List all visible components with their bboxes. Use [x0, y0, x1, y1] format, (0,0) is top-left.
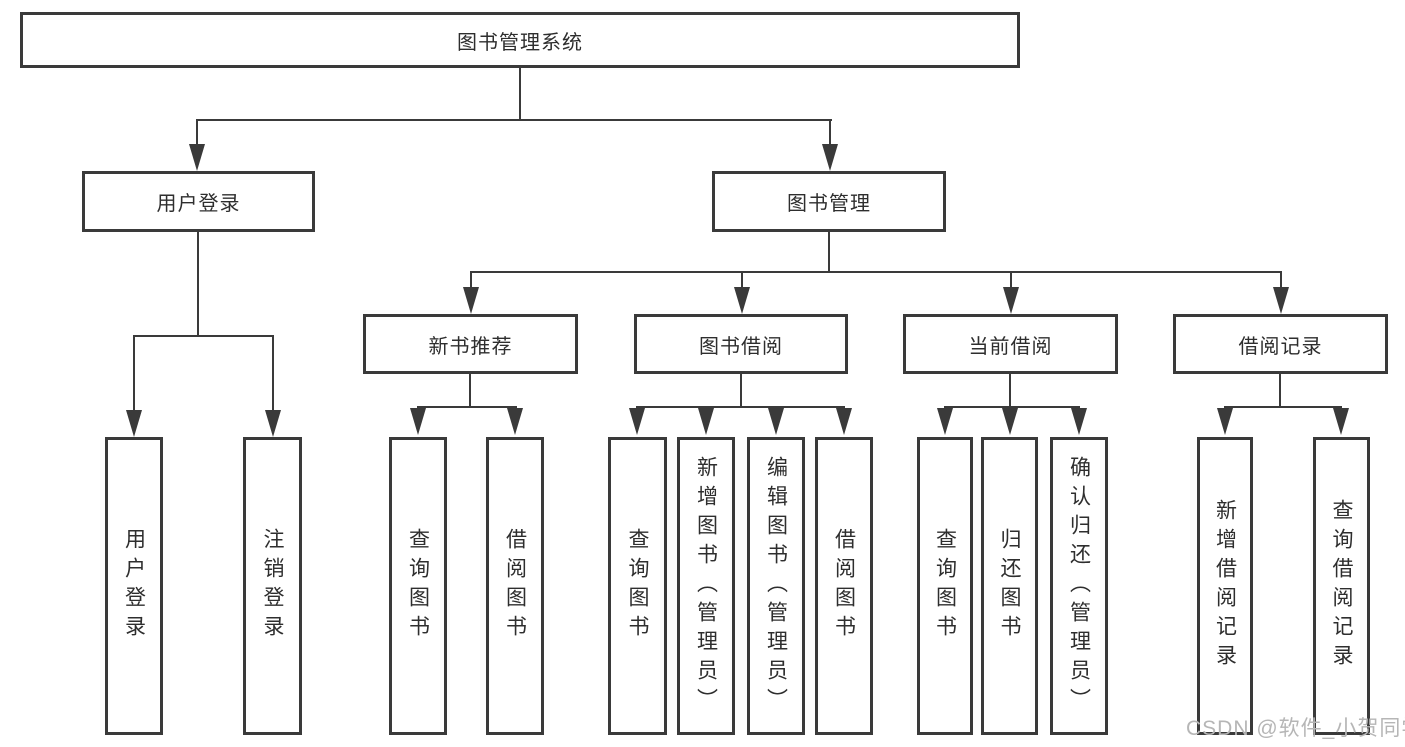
- leaf-logout-login-label: 注销登录: [261, 528, 284, 644]
- leaf-borrow-books-recommend-label: 借阅图书: [503, 528, 527, 644]
- leaf-edit-books-admin-label: 编辑图书（管理员）: [764, 455, 788, 717]
- arrow-down-icon: [1003, 287, 1019, 314]
- line: [196, 119, 832, 121]
- node-library-system: 图书管理系统: [20, 12, 1020, 68]
- leaf-user-login: 用户登录: [105, 437, 163, 735]
- leaf-query-books-current: 查询图书: [917, 437, 973, 735]
- arrow-down-icon: [836, 408, 852, 435]
- leaf-user-login-label: 用户登录: [122, 528, 146, 644]
- arrow-down-icon: [126, 410, 142, 437]
- arrow-down-icon: [507, 408, 523, 435]
- arrow-down-icon: [1002, 408, 1018, 435]
- arrow-down-icon: [1071, 408, 1087, 435]
- line: [133, 335, 274, 337]
- node-user-login: 用户登录: [82, 171, 315, 232]
- node-current-borrowing-label: 当前借阅: [968, 335, 1053, 358]
- leaf-query-books-current-label: 查询图书: [933, 528, 957, 644]
- line: [1279, 374, 1281, 408]
- arrow-down-icon: [463, 287, 479, 314]
- line: [196, 119, 198, 148]
- line: [828, 232, 830, 273]
- line: [1010, 271, 1012, 289]
- arrow-down-icon: [410, 408, 426, 435]
- arrow-down-icon: [822, 144, 838, 171]
- leaf-confirm-return-admin: 确认归还（管理员）: [1050, 437, 1108, 735]
- line: [417, 406, 517, 408]
- leaf-query-books-recommend: 查询图书: [389, 437, 447, 735]
- line: [741, 271, 743, 289]
- arrow-down-icon: [698, 408, 714, 435]
- line: [470, 271, 472, 289]
- line: [197, 232, 199, 336]
- leaf-return-books: 归还图书: [981, 437, 1038, 735]
- line: [133, 335, 135, 413]
- node-new-book-recommend: 新书推荐: [363, 314, 578, 374]
- line: [1224, 406, 1342, 408]
- arrow-down-icon: [1273, 287, 1289, 314]
- node-user-login-label: 用户登录: [156, 193, 241, 215]
- leaf-add-borrow-record: 新增借阅记录: [1197, 437, 1253, 735]
- arrow-down-icon: [1217, 408, 1233, 435]
- leaf-query-books-borrowing: 查询图书: [608, 437, 667, 735]
- node-borrowing-records: 借阅记录: [1173, 314, 1388, 374]
- line: [636, 406, 845, 408]
- node-library-system-label: 图书管理系统: [457, 31, 583, 54]
- arrow-down-icon: [189, 144, 205, 171]
- node-book-management: 图书管理: [712, 171, 946, 232]
- leaf-borrow-books-recommend: 借阅图书: [486, 437, 544, 735]
- node-book-management-label: 图书管理: [787, 193, 871, 215]
- line: [469, 374, 471, 408]
- leaf-logout-login: 注销登录: [243, 437, 302, 735]
- node-new-book-recommend-label: 新书推荐: [428, 335, 513, 358]
- line: [470, 271, 1282, 273]
- leaf-borrow-books-borrowing-label: 借阅图书: [832, 528, 856, 644]
- leaf-return-books-label: 归还图书: [998, 528, 1021, 644]
- arrow-down-icon: [734, 287, 750, 314]
- line: [272, 335, 274, 413]
- arrow-down-icon: [937, 408, 953, 435]
- line: [944, 406, 1080, 408]
- line: [1280, 271, 1282, 289]
- line: [829, 119, 831, 148]
- leaf-add-borrow-record-label: 新增借阅记录: [1213, 499, 1237, 673]
- arrow-down-icon: [768, 408, 784, 435]
- node-current-borrowing: 当前借阅: [903, 314, 1118, 374]
- leaf-query-borrow-record-label: 查询借阅记录: [1330, 499, 1353, 673]
- leaf-query-books-borrowing-label: 查询图书: [626, 528, 649, 644]
- watermark: CSDN @软件_小贺同学: [1186, 717, 1405, 740]
- leaf-borrow-books-borrowing: 借阅图书: [815, 437, 873, 735]
- line: [1009, 374, 1011, 408]
- node-book-borrowing: 图书借阅: [634, 314, 848, 374]
- arrow-down-icon: [1333, 408, 1349, 435]
- line: [519, 68, 521, 121]
- line: [740, 374, 742, 408]
- arrow-down-icon: [629, 408, 645, 435]
- leaf-confirm-return-admin-label: 确认归还（管理员）: [1067, 455, 1091, 717]
- node-borrowing-records-label: 借阅记录: [1238, 335, 1323, 358]
- leaf-add-books-admin-label: 新增图书（管理员）: [694, 455, 718, 717]
- leaf-edit-books-admin: 编辑图书（管理员）: [747, 437, 805, 735]
- node-book-borrowing-label: 图书借阅: [699, 335, 783, 358]
- arrow-down-icon: [265, 410, 281, 437]
- leaf-query-borrow-record: 查询借阅记录: [1313, 437, 1370, 735]
- leaf-query-books-recommend-label: 查询图书: [406, 528, 430, 644]
- leaf-add-books-admin: 新增图书（管理员）: [677, 437, 735, 735]
